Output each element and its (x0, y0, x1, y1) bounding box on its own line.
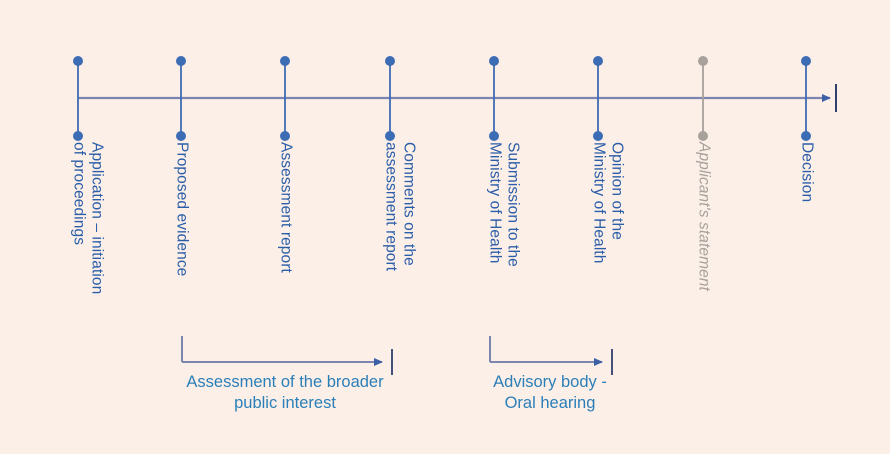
node-dot-top[interactable] (385, 56, 395, 66)
timeline-nodes (73, 56, 811, 141)
node-dot-bottom[interactable] (73, 131, 83, 141)
stage-label-decision: Decision (798, 142, 816, 203)
stage-label-proposed-evidence: Proposed evidence (173, 142, 191, 277)
node-dot-top[interactable] (280, 56, 290, 66)
phase-brackets (181, 336, 613, 375)
timeline-node-comments-on-assessment-report[interactable] (385, 56, 395, 141)
bracket-label-broader-public-interest: Assessment of the broader public interes… (186, 373, 384, 413)
node-dot-bottom[interactable] (176, 131, 186, 141)
timeline-node-opinion-of-ministry[interactable] (593, 56, 603, 141)
node-dot-top[interactable] (176, 56, 186, 66)
node-dot-bottom[interactable] (698, 131, 708, 141)
node-dot-bottom[interactable] (280, 131, 290, 141)
timeline-node-decision[interactable] (801, 56, 811, 141)
timeline-node-submission-to-ministry[interactable] (489, 56, 499, 141)
timeline-node-applicants-statement[interactable] (698, 56, 708, 141)
node-dot-top[interactable] (801, 56, 811, 66)
node-dot-top[interactable] (698, 56, 708, 66)
bracket-broader-public-interest (181, 336, 393, 375)
stage-label-submission-to-ministry: Submission to the Ministry of Health (486, 142, 522, 267)
stage-label-opinion-of-ministry: Opinion of the Ministry of Health (590, 142, 626, 264)
stage-label-assessment-report: Assessment report (277, 142, 295, 273)
stage-label-applicants-statement: Applicant's statement (695, 142, 713, 291)
stage-label-comments-on-assessment-report: Comments on the assessment report (382, 142, 418, 272)
timeline-node-application[interactable] (73, 56, 83, 141)
stage-label-application: Application – initiation of proceedings (70, 142, 106, 295)
node-dot-bottom[interactable] (593, 131, 603, 141)
timeline-node-proposed-evidence[interactable] (176, 56, 186, 141)
timeline-node-assessment-report[interactable] (280, 56, 290, 141)
node-dot-bottom[interactable] (801, 131, 811, 141)
node-dot-bottom[interactable] (385, 131, 395, 141)
node-dot-top[interactable] (489, 56, 499, 66)
timeline-axis (78, 84, 837, 112)
node-dot-bottom[interactable] (489, 131, 499, 141)
node-dot-top[interactable] (73, 56, 83, 66)
node-dot-top[interactable] (593, 56, 603, 66)
bracket-label-advisory-body-oral-hearing: Advisory body - Oral hearing (493, 373, 607, 413)
bracket-advisory-body-oral-hearing (489, 336, 613, 375)
